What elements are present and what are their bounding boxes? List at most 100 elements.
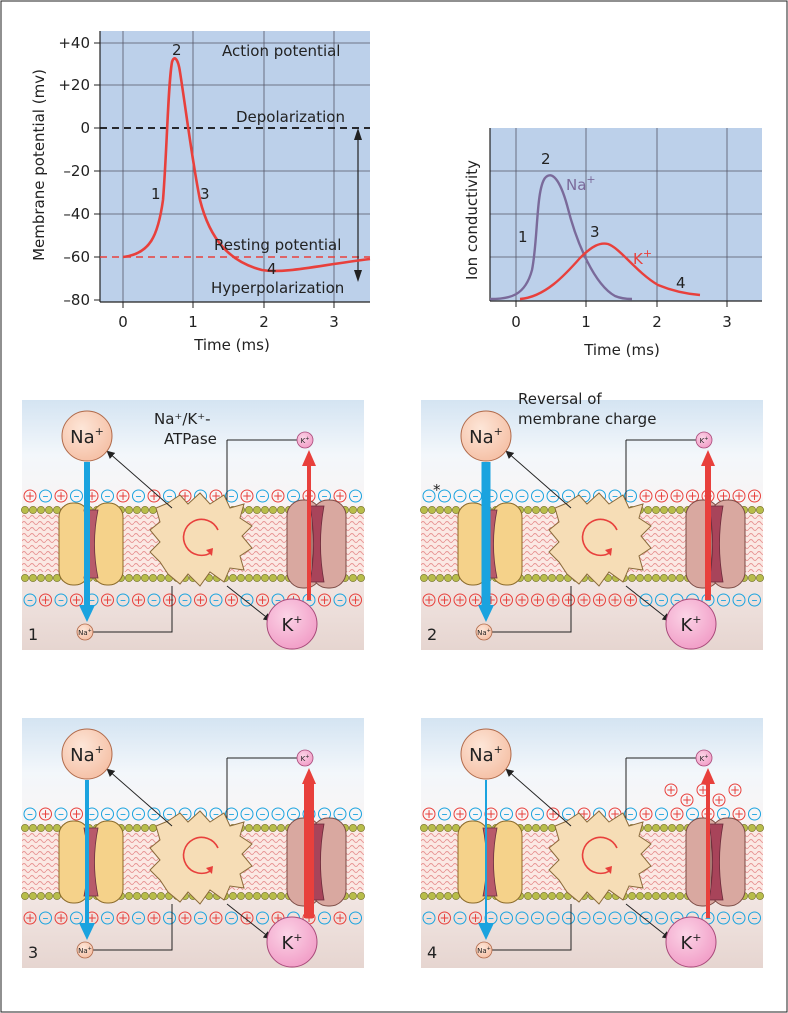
lipid-head bbox=[261, 506, 269, 514]
positive-charge bbox=[271, 489, 285, 503]
lipid-head bbox=[269, 574, 277, 582]
negative-charge bbox=[422, 911, 436, 925]
na-flow-arrow bbox=[478, 462, 494, 622]
lipid-head bbox=[748, 892, 756, 900]
negative-charge bbox=[655, 807, 668, 821]
charge-sign: – bbox=[322, 911, 328, 925]
positive-charge bbox=[546, 593, 560, 607]
positive-charge bbox=[422, 593, 436, 607]
negative-charge bbox=[500, 911, 513, 925]
negative-charge bbox=[349, 911, 362, 925]
charge-sign: – bbox=[182, 593, 188, 607]
phase-number-2: 2 bbox=[172, 41, 182, 59]
charge-sign: – bbox=[612, 489, 618, 503]
k-ion-outside bbox=[695, 431, 713, 449]
lipid-head bbox=[444, 506, 452, 514]
positive-charge bbox=[39, 593, 52, 607]
na-k-atpase-pump bbox=[548, 492, 652, 587]
lipid-head bbox=[532, 506, 540, 514]
lipid-head bbox=[756, 506, 764, 514]
negative-charge bbox=[132, 911, 145, 925]
lipid-head bbox=[660, 574, 668, 582]
lipid-head bbox=[532, 574, 540, 582]
negative-charge bbox=[271, 807, 285, 821]
negative-charge bbox=[500, 489, 513, 503]
lipid-head bbox=[660, 892, 668, 900]
arrow-head-down bbox=[354, 270, 362, 282]
positive-charge bbox=[639, 489, 653, 503]
charge-sign: + bbox=[195, 593, 205, 607]
lipid-head bbox=[428, 574, 436, 582]
positive-charge bbox=[225, 593, 238, 607]
charge-sign: – bbox=[58, 807, 64, 821]
lipid-head bbox=[652, 574, 660, 582]
negative-charge bbox=[453, 489, 467, 503]
membrane-panel-2: ––––––––––––––++++++++ ++++++++++++++–––… bbox=[420, 400, 764, 650]
lipid-head bbox=[756, 824, 764, 832]
reversal-label-line2: membrane charge bbox=[518, 410, 656, 428]
positive-charge bbox=[515, 807, 529, 821]
charge-sign: + bbox=[594, 593, 604, 607]
positive-charge bbox=[562, 593, 575, 607]
charge-sign: + bbox=[211, 489, 221, 503]
charge-sign: – bbox=[504, 911, 510, 925]
positive-charge bbox=[70, 807, 83, 821]
negative-charge bbox=[562, 911, 575, 925]
lipid-head bbox=[540, 506, 548, 514]
k-ion-small-label: K+ bbox=[301, 436, 310, 445]
negative-charge bbox=[132, 489, 145, 503]
charge-sign: – bbox=[690, 807, 696, 821]
charge-sign: – bbox=[260, 489, 266, 503]
charge-sign: + bbox=[455, 807, 465, 821]
charge-sign: – bbox=[136, 911, 142, 925]
lipid-head bbox=[21, 824, 29, 832]
lipid-head bbox=[357, 574, 365, 582]
positive-charge bbox=[712, 793, 726, 807]
positive-charge bbox=[469, 911, 482, 925]
lipid-head bbox=[125, 892, 133, 900]
positive-charge bbox=[624, 593, 637, 607]
lipid-head bbox=[29, 506, 37, 514]
positive-charge bbox=[515, 593, 529, 607]
na-ion-small-label: Na+ bbox=[477, 946, 491, 955]
positive-charge bbox=[349, 593, 362, 607]
lipid-head bbox=[237, 892, 245, 900]
charge-sign: – bbox=[628, 807, 634, 821]
negative-charge bbox=[438, 807, 451, 821]
negative-charge bbox=[546, 489, 560, 503]
negative-charge bbox=[717, 593, 730, 607]
na-ion-label: Na+ bbox=[70, 743, 104, 766]
na-ion-small-label: Na+ bbox=[477, 628, 491, 637]
charge-sign: – bbox=[27, 807, 33, 821]
charge-sign: + bbox=[226, 593, 236, 607]
charge-sign: – bbox=[337, 807, 343, 821]
positive-charge bbox=[732, 489, 746, 503]
lipid-head bbox=[436, 824, 444, 832]
panel-number: 1 bbox=[28, 625, 38, 644]
charge-sign: + bbox=[656, 489, 666, 503]
k-flow-arrow bbox=[701, 768, 715, 918]
x-tick-label: 1 bbox=[188, 313, 198, 331]
charge-sign: – bbox=[229, 489, 235, 503]
negative-charge bbox=[624, 911, 637, 925]
negative-charge bbox=[39, 489, 52, 503]
negative-charge bbox=[515, 489, 529, 503]
lipid-head bbox=[548, 824, 556, 832]
resting-potential-label: Resting potential bbox=[214, 236, 341, 254]
negative-charge bbox=[333, 807, 347, 821]
charge-sign: – bbox=[473, 489, 479, 503]
lipid-head bbox=[652, 506, 660, 514]
charge-sign: – bbox=[566, 911, 572, 925]
na-ion-label: Na+ bbox=[70, 425, 104, 448]
charge-sign: + bbox=[610, 807, 620, 821]
charge-sign: – bbox=[337, 593, 343, 607]
na-ion-inside bbox=[76, 941, 94, 959]
charge-sign: – bbox=[43, 911, 49, 925]
charge-sign: – bbox=[43, 489, 49, 503]
positive-charge bbox=[546, 807, 560, 821]
lipid-head bbox=[253, 892, 261, 900]
lipid-head bbox=[253, 574, 261, 582]
charge-sign: + bbox=[579, 807, 589, 821]
negative-charge bbox=[453, 911, 467, 925]
